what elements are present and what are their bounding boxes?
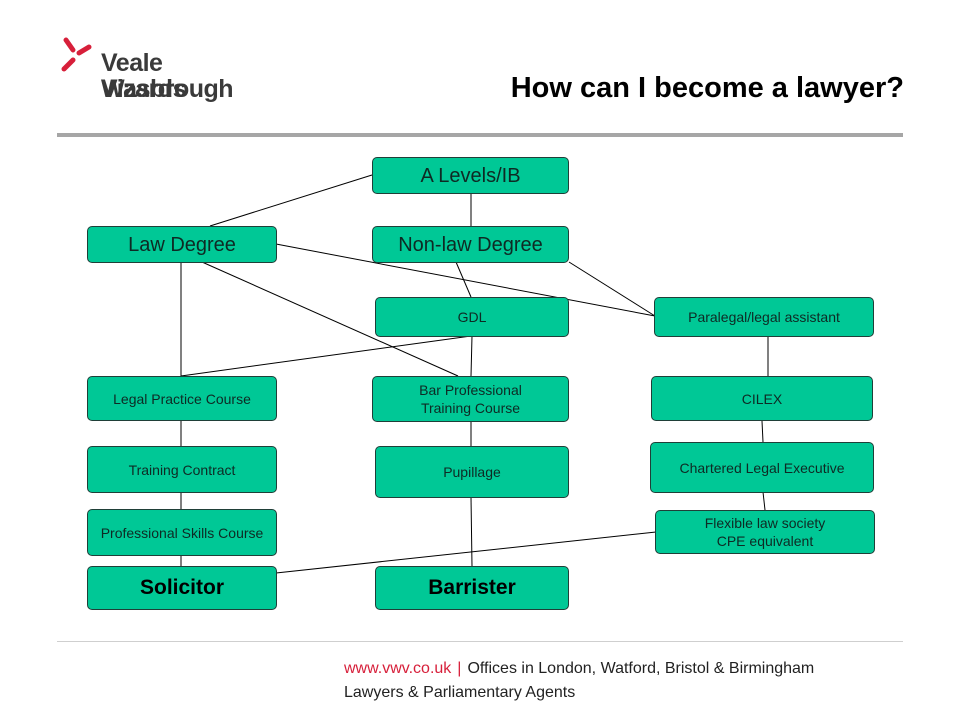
node-bar-professional-training: Bar Professional Training Course <box>372 376 569 422</box>
connector-chartered-flexible <box>762 491 766 511</box>
node-flexible-law-society: Flexible law society CPE equivalent <box>655 510 875 554</box>
logo-mark-icon <box>61 37 92 72</box>
logo-line-2: Vizards <box>101 75 186 103</box>
node-a-levels: A Levels/IB <box>372 157 569 194</box>
company-logo: Veale Wasbrough Vizards <box>58 36 298 106</box>
footer-divider <box>57 641 903 642</box>
logo-line-1: Veale Wasbrough <box>101 49 234 103</box>
node-legal-practice-course: Legal Practice Course <box>87 376 277 421</box>
node-gdl: GDL <box>375 297 569 337</box>
node-non-law-degree: Non-law Degree <box>372 226 569 263</box>
page-title: How can I become a lawyer? <box>510 72 904 104</box>
footer: www.vwv.co.uk | Offices in London, Watford… <box>344 657 814 705</box>
footer-tagline: Lawyers & Parliamentary Agents <box>344 684 576 701</box>
connector-gdl-bptc <box>470 335 473 377</box>
node-paralegal: Paralegal/legal assistant <box>654 297 874 337</box>
header-divider <box>57 133 903 137</box>
footer-offices: Offices in London, Watford, Bristol & Bi… <box>467 660 815 677</box>
node-professional-skills-course: Professional Skills Course <box>87 509 277 556</box>
connector-lawdegree-paralegal <box>275 243 656 317</box>
node-solicitor: Solicitor <box>87 566 277 610</box>
node-training-contract: Training Contract <box>87 446 277 493</box>
connector-lawdegree-bptc <box>201 261 459 377</box>
footer-separator: | <box>457 660 462 677</box>
node-chartered-legal-executive: Chartered Legal Executive <box>650 442 874 493</box>
connector-flexible-solicitor <box>275 531 657 574</box>
connector-alevels-lawdegree <box>209 174 373 227</box>
node-barrister: Barrister <box>375 566 569 610</box>
connector-gdl-lpc <box>180 335 472 377</box>
connector-nonlaw-gdl <box>455 261 472 298</box>
connector-nonlaw-paralegal <box>568 261 656 317</box>
connector-pupillage-barrister <box>470 496 473 567</box>
node-law-degree: Law Degree <box>87 226 277 263</box>
node-pupillage: Pupillage <box>375 446 569 498</box>
connector-cilex-chartered <box>761 420 764 443</box>
footer-url[interactable]: www.vwv.co.uk <box>344 660 452 677</box>
node-cilex: CILEX <box>651 376 873 421</box>
